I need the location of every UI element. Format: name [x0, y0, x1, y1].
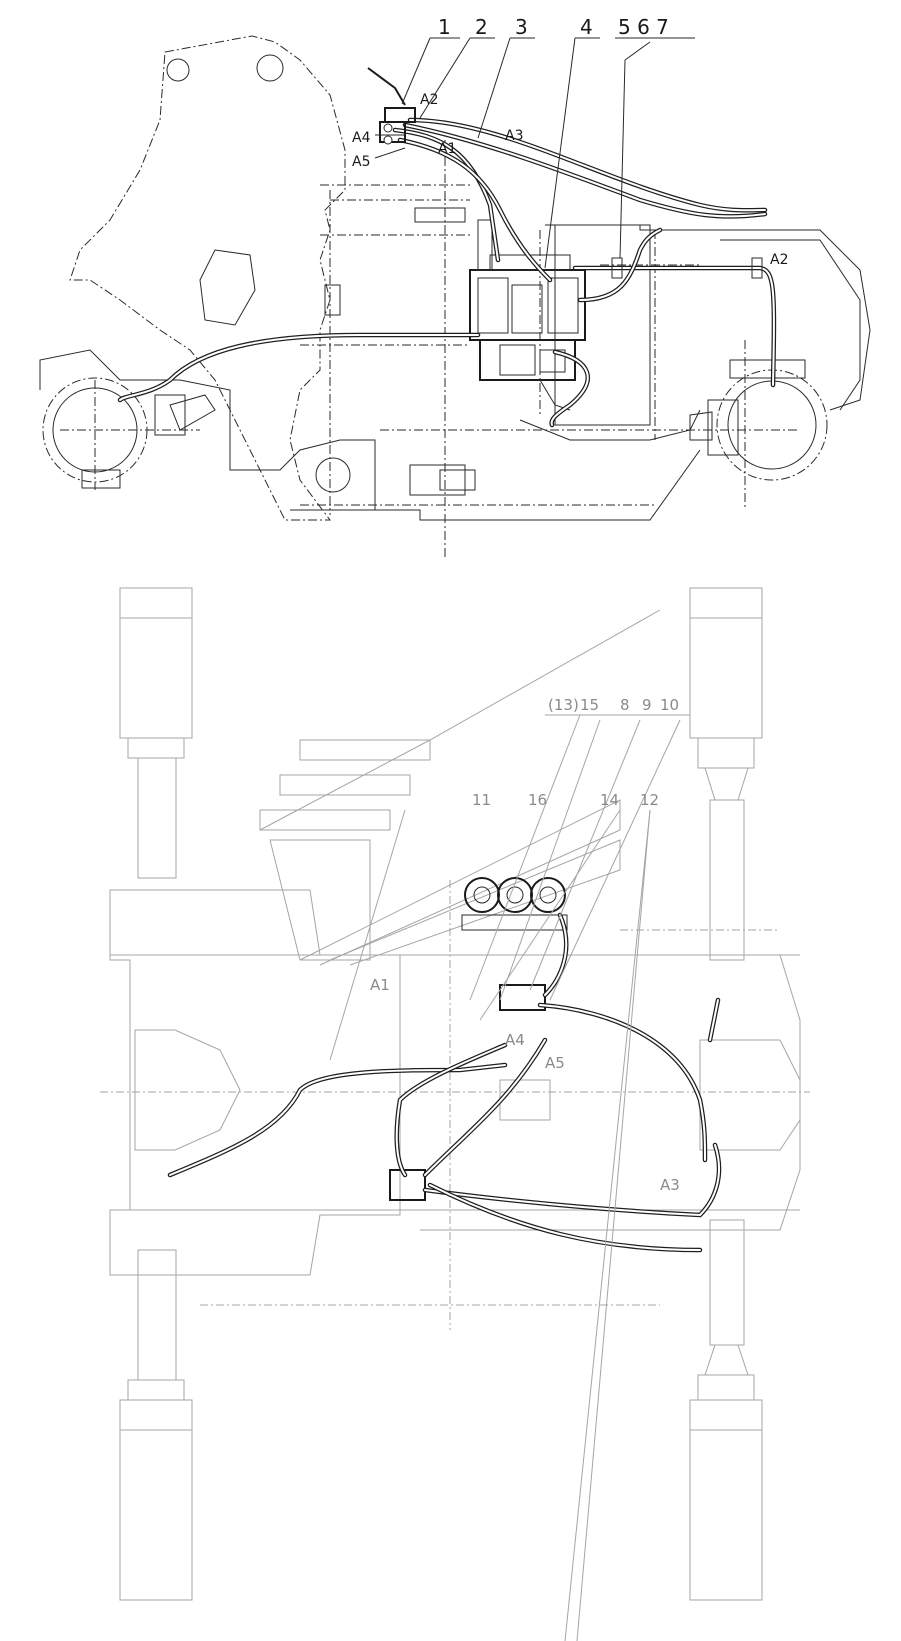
brake-valve-top — [389, 1169, 426, 1201]
callout-16: 16 — [528, 791, 547, 809]
boom-pin-right — [256, 54, 284, 82]
callout-14: 14 — [600, 791, 619, 809]
top-view: (13) 15 8 9 10 11 16 14 12 19 A1 A5 A4 A… — [100, 587, 810, 1641]
rear-frame-outline — [545, 224, 871, 411]
callout-1: 1 — [438, 15, 451, 39]
rear-axle-housing — [699, 1039, 801, 1151]
front-wheel — [42, 377, 216, 489]
rear-lower-frame — [519, 409, 701, 441]
callout-13: (13) — [548, 696, 579, 714]
port-a5: A5 — [352, 154, 370, 170]
port-a4-top: A4 — [505, 1031, 525, 1049]
boom-cutout — [199, 249, 256, 326]
callout-12: 12 — [640, 791, 659, 809]
accumulator-group — [461, 877, 568, 931]
callout-15: 15 — [580, 696, 599, 714]
combination-valve — [499, 984, 546, 1011]
hose-clamp-a — [611, 257, 623, 279]
boom-pin-lower — [315, 457, 351, 493]
rear-axle-center — [499, 1079, 551, 1121]
port-a2: A2 — [420, 92, 438, 108]
port-a5-top: A5 — [545, 1054, 565, 1072]
callout-9: 9 — [642, 696, 652, 714]
direction-arrow-graphic — [259, 609, 661, 966]
rear-axle-column — [689, 587, 763, 1601]
lower-block — [409, 464, 466, 496]
rear-counterweight — [720, 239, 861, 411]
lower-block-2 — [439, 469, 476, 491]
port-a2-rear: A2 — [770, 252, 788, 268]
callout-567: 5 6 7 — [618, 15, 669, 39]
callout-2: 2 — [475, 15, 488, 39]
front-frame — [39, 349, 420, 511]
callout-8: 8 — [620, 696, 630, 714]
port-a3-top: A3 — [660, 1176, 680, 1194]
mount-bracket — [324, 284, 341, 316]
boom-pin-upper — [166, 58, 190, 82]
side-view: 1 2 3 4 5 6 7 A4 A5 A2 A1 A3 A2 — [39, 15, 871, 560]
top-leaders — [329, 714, 690, 1641]
side-hoses — [117, 117, 777, 428]
port-a3: A3 — [505, 128, 523, 144]
brake-pump-assembly — [469, 219, 586, 411]
callout-4: 4 — [580, 15, 593, 39]
boom-arm — [69, 35, 346, 521]
rear-wheel — [689, 359, 828, 481]
port-a1-top: A1 — [370, 976, 390, 994]
callout-3: 3 — [515, 15, 528, 39]
front-axle-column — [119, 587, 193, 1601]
front-axle-housing — [134, 1029, 241, 1151]
plate-1 — [414, 207, 466, 223]
front-frame-top — [109, 889, 401, 1276]
hose-clamp-b — [751, 257, 763, 279]
callout-10: 10 — [660, 696, 679, 714]
callout-11: 11 — [472, 791, 491, 809]
port-a4: A4 — [352, 130, 371, 146]
rear-frame-box — [554, 224, 651, 426]
side-leaders — [374, 37, 695, 269]
center-lower-line — [290, 449, 701, 521]
brake-pedal-valve — [367, 67, 416, 145]
port-a1: A1 — [438, 141, 456, 157]
top-hoses — [167, 912, 722, 1253]
